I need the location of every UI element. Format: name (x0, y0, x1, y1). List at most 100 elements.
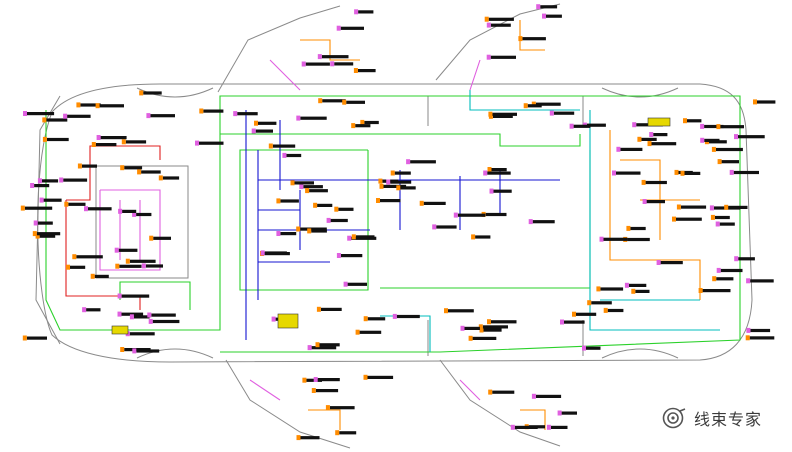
connector-label-tag (121, 294, 150, 298)
harness-wire (99, 59, 481, 401)
harness-wire (300, 20, 546, 430)
connector-symbol (603, 307, 608, 313)
connector-symbol (39, 197, 44, 203)
connector-symbol (642, 199, 647, 204)
connector-symbol (63, 113, 68, 119)
connector-symbol (146, 113, 151, 119)
connector-label-tag (70, 265, 86, 269)
connector-label-tag (491, 168, 507, 172)
connector-label-tag (340, 254, 363, 258)
connector-symbol (549, 110, 554, 116)
connector-symbol (276, 198, 281, 204)
connector-label-tag (203, 109, 224, 113)
connector-label-tag (357, 69, 376, 73)
connector-symbol (616, 146, 621, 152)
connector-label-tag (653, 133, 668, 137)
connector-symbol (432, 224, 437, 230)
connector-symbol (66, 264, 70, 270)
connector-label-tag (80, 103, 101, 107)
connector-symbol (711, 146, 716, 152)
connector-label-tag (704, 138, 720, 142)
connector-symbol (489, 188, 494, 194)
connector-label-tag (309, 189, 328, 193)
connector-label-tag (749, 336, 775, 340)
connector-symbol (716, 124, 721, 130)
body-outline-line (217, 5, 341, 93)
connector-symbol (518, 36, 523, 42)
connector-symbol (82, 307, 87, 313)
connector-label-tag (680, 205, 707, 209)
connector-symbol (378, 178, 383, 184)
connector-symbol (488, 389, 493, 395)
connector-symbol (301, 61, 306, 67)
connector-symbol (460, 325, 465, 331)
connector-symbol (486, 54, 491, 60)
connector-symbol (276, 231, 281, 236)
connector-label-tag (338, 207, 354, 211)
connector-symbol (64, 201, 69, 207)
connector-symbol (282, 152, 287, 158)
connector-symbol (672, 216, 676, 222)
connector-symbol (676, 204, 681, 210)
connector-label-tag (586, 123, 606, 127)
connector-symbol (419, 200, 424, 206)
connector-symbol (734, 256, 739, 262)
harness-wire (380, 90, 720, 352)
connector-symbol (326, 217, 331, 223)
connector-label-tag (320, 307, 342, 311)
connector-symbol (336, 253, 341, 258)
connector-symbol (42, 117, 47, 123)
connector-label-tag (294, 181, 314, 185)
connector-symbol (330, 61, 335, 67)
connector-symbol (531, 393, 536, 399)
connector-symbol (656, 260, 661, 265)
connector-symbol (317, 54, 322, 60)
connector-symbol (355, 329, 360, 335)
connector-symbol (360, 119, 365, 125)
connector-label-tag (346, 100, 365, 104)
connector-symbol (20, 205, 25, 211)
connector-symbol (271, 316, 276, 322)
connector-symbol (453, 212, 458, 218)
connector-label-tag (99, 104, 124, 108)
connector-symbol (406, 159, 411, 165)
component-block (277, 313, 299, 329)
connector-label-tag (493, 189, 512, 193)
connector-label-tag (46, 118, 68, 122)
connector-label-tag (255, 129, 273, 133)
connector-symbol (290, 180, 295, 186)
connector-label-tag (522, 37, 546, 41)
connector-symbol (712, 276, 717, 282)
connector-label-tag (687, 119, 702, 123)
connector-label-tag (728, 205, 748, 209)
connector-symbol (343, 281, 348, 287)
connector-symbol (637, 136, 642, 142)
connector-label-tag (750, 328, 771, 333)
harness-wire (65, 145, 161, 310)
connector-label-tag (485, 212, 507, 217)
connector-symbol (149, 235, 154, 241)
connector-symbol (487, 319, 491, 325)
connector-label-tag (475, 235, 491, 239)
connector-symbol (626, 225, 631, 231)
connector-label-tag (153, 236, 171, 240)
connector-label-tag (628, 283, 647, 287)
connector-label-tag (95, 143, 117, 147)
connector-symbol (117, 293, 122, 299)
connector-symbol (716, 267, 721, 273)
connector-symbol (195, 140, 199, 146)
connector-symbol (572, 311, 576, 317)
connector-symbol (311, 388, 316, 393)
connector-label-tag (311, 346, 337, 350)
connector-label-tag (564, 320, 585, 324)
connector-symbol (296, 226, 301, 232)
connector-symbol (569, 123, 574, 129)
connector-label-tag (607, 308, 624, 313)
connector-symbol (115, 263, 120, 269)
connector-label-tag (390, 180, 412, 184)
connector-label-tag (152, 319, 180, 324)
connector-symbol (336, 25, 341, 31)
connector-symbol (316, 306, 321, 312)
connector-label-tag (143, 91, 162, 95)
connector-symbol (334, 206, 339, 212)
